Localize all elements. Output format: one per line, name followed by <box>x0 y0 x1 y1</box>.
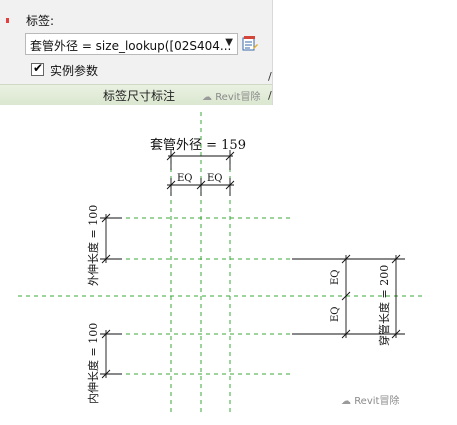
watermark-bottom: ☁ Revit冒除 <box>341 396 400 407</box>
panel-edge-marker <box>6 18 9 23</box>
chevron-down-icon[interactable]: ▼ <box>225 37 233 48</box>
edit-family-icon[interactable] <box>242 35 258 51</box>
inner-extension-label: 内伸长度 = 100 <box>86 323 100 404</box>
instance-param-checkbox[interactable]: ✔ <box>31 61 44 76</box>
outer-extension-label: 外伸长度 = 100 <box>86 205 100 286</box>
check-icon: ✔ <box>33 61 44 75</box>
tag-type-value: 套管外径 = size_lookup([02S404... <box>30 39 232 53</box>
eq-label-top-left: EQ <box>177 173 193 184</box>
reference-lines <box>18 112 425 415</box>
outer-diameter-dimension[interactable] <box>166 150 235 196</box>
watermark-logo-icon: ☁ <box>341 396 355 407</box>
eq-label-right-lower: EQ <box>330 307 341 323</box>
properties-panel: 标签: 套管外径 = size_lookup([02S404... ▼ ✔ 实例… <box>0 0 273 105</box>
watermark-top: ☁ Revit冒除 <box>202 92 261 103</box>
outer-extension-dimension[interactable] <box>100 213 122 264</box>
footer-label: 标签尺寸标注 <box>103 89 176 103</box>
instance-param-label: 实例参数 <box>50 64 99 78</box>
watermark-logo-icon: ☁ <box>202 92 216 103</box>
clipped-label-fragment: / <box>268 70 272 83</box>
clipped-footer-fragment: / <box>268 89 272 102</box>
eq-label-right-upper: EQ <box>330 270 341 286</box>
eq-label-top-right: EQ <box>207 173 223 184</box>
tag-type-dropdown[interactable]: 套管外径 = size_lookup([02S404... ▼ <box>25 33 238 55</box>
outer-diameter-label: 套管外径 = 159 <box>150 137 246 153</box>
sleeve-length-dimension[interactable] <box>292 254 405 339</box>
panel-footer <box>0 84 272 105</box>
inner-extension-dimension[interactable] <box>100 329 122 379</box>
tag-label: 标签: <box>26 14 55 28</box>
sleeve-length-label: 穿管长度 = 200 <box>377 265 391 346</box>
